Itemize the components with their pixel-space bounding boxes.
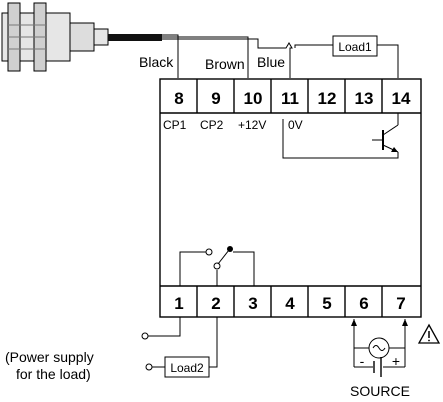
supply-terminal-1 [141,332,149,340]
plus12v-label: +12V [238,118,266,132]
supply-terminal-2 [145,363,153,371]
transistor-icon [372,124,399,153]
load2-label: Load2 [170,361,204,375]
device-body [159,78,422,318]
terminal-12: 12 [318,89,337,108]
dc-plus-label: + [392,353,400,369]
brown-wire [162,36,249,78]
output-common-wire [282,119,399,159]
load1-left-wire [294,44,333,48]
ac-source-icon [368,337,390,359]
terminal-5: 5 [322,294,331,313]
power-note-line1: (Power supply [5,349,94,365]
terminal-9: 9 [211,89,220,108]
terminal-7: 7 [396,294,405,313]
blue-wire-label: Blue [257,54,285,70]
terminal-1: 1 [174,294,183,313]
terminal-3: 3 [248,294,257,313]
load2-box: Load2 [164,356,210,378]
source-label: SOURCE [350,383,410,399]
cp1-label: CP1 [163,118,187,132]
supply-wire-2 [209,317,218,368]
terminal-8: 8 [174,89,183,108]
load1-box: Load1 [332,35,378,57]
terminal-10: 10 [244,89,263,108]
load1-label: Load1 [338,40,372,54]
terminal-13: 13 [355,89,374,108]
terminal-14: 14 [392,89,411,108]
power-note-line2: for the load) [16,366,91,382]
relay-contact-icon [179,246,255,286]
warning-icon [417,323,441,344]
supply-wire-1 [148,317,181,337]
terminal-2: 2 [211,294,220,313]
terminal-6: 6 [359,294,368,313]
zero-v-label: 0V [288,118,303,132]
dc-source-icon [373,357,382,377]
load1-right-wire [377,44,399,78]
dc-minus-label: - [360,353,365,369]
terminal-11: 11 [281,89,299,108]
brown-wire-label: Brown [205,56,245,72]
proximity-sensor-icon [1,2,162,72]
blue-wire [162,38,293,78]
source-circuit [351,319,408,368]
black-wire [162,34,179,78]
black-wire-label: Black [139,54,174,70]
cp2-label: CP2 [200,118,224,132]
terminal-4: 4 [285,294,295,313]
